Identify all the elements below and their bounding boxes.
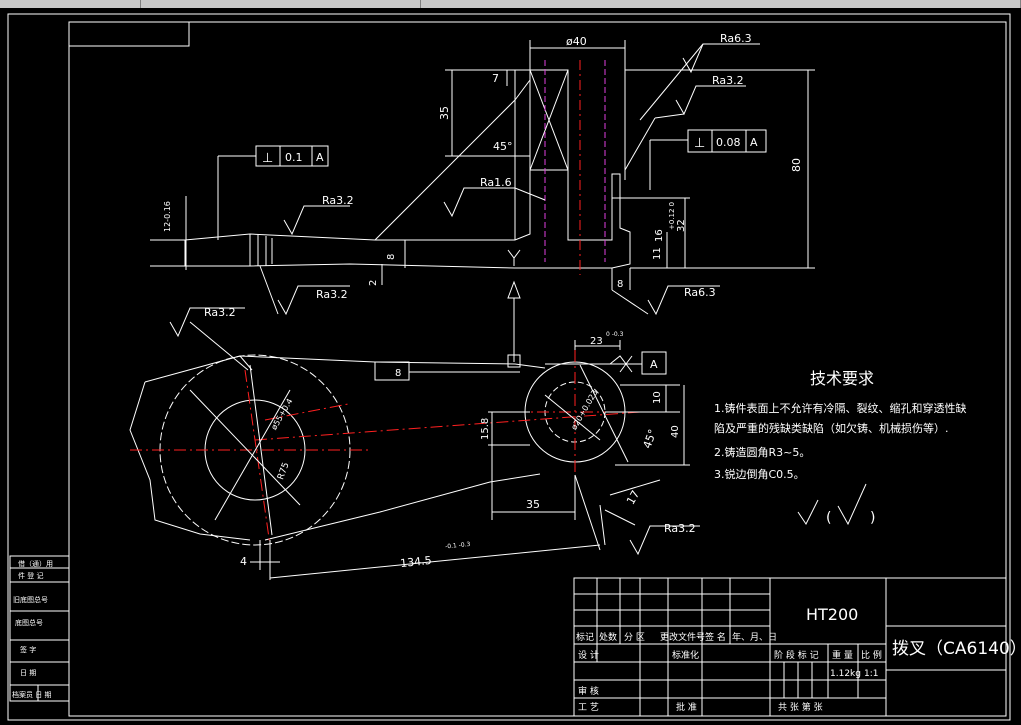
dim-40-view: 40 xyxy=(670,425,681,438)
tech-req-title: 技术要求 xyxy=(810,369,874,388)
view-direction-arrow xyxy=(507,280,521,368)
top-section-view: ø40 35 7 45° 80 32 16 +0.12 0 11 8 2 xyxy=(150,35,815,290)
svg-text:A: A xyxy=(316,151,324,164)
angle-45-view: 45° xyxy=(641,427,660,450)
tb-weight: 1.12kg xyxy=(830,669,861,679)
svg-text:0.1: 0.1 xyxy=(285,151,303,164)
dim-35-view: 35 xyxy=(526,498,540,511)
svg-text:⊥: ⊥ xyxy=(262,151,273,166)
tb-col-3: 分 区 xyxy=(624,632,645,643)
top-left-code-box xyxy=(68,21,190,47)
dim-134-5-tol: -0.1 -0.3 xyxy=(445,541,471,551)
dim-8-right: 8 xyxy=(617,279,623,290)
dim-8-mid: 8 xyxy=(386,254,397,260)
roughness-general-symbol-2 xyxy=(837,483,867,526)
drawing-border-inner xyxy=(68,21,1007,717)
front-fork-view: 8 23 0 -0.3 A 10 40 45° 15.8 35 17 xyxy=(129,306,700,580)
dim-17: 17 xyxy=(624,488,642,507)
tb-stage-mark: 阶 段 标 记 xyxy=(774,649,819,661)
roughness-ra32-left: Ra3.2 xyxy=(283,194,354,236)
technical-requirements: 技术要求 1.铸件表面上不允许有冷隔、裂纹、缩孔和穿透性缺 陷及严重的残缺类缺陷… xyxy=(714,369,967,526)
tb-standard: 标准化 xyxy=(672,649,699,661)
tb-scale: 1:1 xyxy=(864,669,878,679)
tb-col-5: 签 名 xyxy=(705,631,726,643)
tech-req-line-2: 陷及严重的残缺类缺陷（如欠铸、机械损伤等）. xyxy=(714,421,949,435)
tech-req-line-4: 3.锐边倒角C0.5。 xyxy=(714,467,805,481)
dim-r75: R75 xyxy=(276,461,291,481)
cad-drawing-canvas[interactable]: 借（通）用 件 登 记 旧底图总号 底图总号 签 字 日 期 档案员 日 期 ø… xyxy=(0,8,1021,725)
tb-weight-label: 重 量 xyxy=(832,649,853,661)
roughness-ra32-lower: Ra3.2 xyxy=(664,522,696,535)
tb-sheets: 共 张 第 张 xyxy=(778,701,823,713)
tb-col-2: 处数 xyxy=(599,631,617,643)
title-block: 标记 处数 分 区 更改文件号 签 名 年、月、日 设 计 标准化 审 核 工 … xyxy=(573,577,1021,717)
side-label-2: 件 登 记 xyxy=(18,571,43,580)
dim-12: 12-0.16 xyxy=(163,201,172,232)
gtol-perp-01: ⊥ 0.1 A xyxy=(217,145,329,240)
svg-text:Ra3.2: Ra3.2 xyxy=(712,74,744,87)
top-bar-segment xyxy=(0,0,141,8)
roughness-ra16: Ra1.6 xyxy=(443,176,546,218)
top-bar-segment xyxy=(420,0,1021,8)
dim-32: 32 xyxy=(676,219,687,232)
side-label-5: 签 字 xyxy=(20,645,36,654)
side-label-6: 日 期 xyxy=(20,669,36,677)
dim-11: 11 xyxy=(652,247,663,260)
tb-material: HT200 xyxy=(806,605,858,624)
dim-7: 7 xyxy=(492,72,499,85)
svg-text:Ra1.6: Ra1.6 xyxy=(480,176,512,189)
roughness-general-symbol xyxy=(797,499,819,525)
tb-review: 审 核 xyxy=(578,685,599,697)
dim-10: 10 xyxy=(652,391,663,404)
svg-text:Ra6.3: Ra6.3 xyxy=(684,286,716,299)
dim-dia40: ø40 xyxy=(566,35,587,48)
tb-col-1: 标记 xyxy=(576,631,594,643)
roughness-ra63-top: Ra6.3 xyxy=(639,32,760,121)
side-label-1: 借（通）用 xyxy=(18,559,53,568)
svg-text:A: A xyxy=(750,136,758,149)
dim-35-top: 35 xyxy=(438,106,451,120)
tb-design: 设 计 xyxy=(578,649,599,661)
side-label-7: 档案员 日 期 xyxy=(12,690,51,699)
roughness-ra63-right: Ra6.3 xyxy=(611,285,720,316)
roughness-paren-close: ) xyxy=(870,510,875,526)
dim-23: 23 xyxy=(590,336,603,347)
top-bar-segment xyxy=(140,0,421,8)
svg-text:Ra3.2: Ra3.2 xyxy=(316,288,348,301)
side-label-4: 底图总号 xyxy=(15,618,43,627)
tb-col-6: 年、月、日 xyxy=(732,631,777,643)
datum-a-label: A xyxy=(650,358,658,371)
dim-80: 80 xyxy=(790,158,803,172)
svg-text:⊥: ⊥ xyxy=(694,136,705,151)
roughness-ra32-bottom: Ra3.2 xyxy=(259,265,350,316)
roughness-ra32-view: Ra3.2 xyxy=(204,306,236,319)
dim-2: 2 xyxy=(368,280,379,286)
dim-16-tol: +0.12 0 xyxy=(668,202,676,230)
tb-approve: 批 准 xyxy=(676,701,697,713)
tb-part-name: 拨叉（CA6140） xyxy=(892,639,1021,659)
roughness-paren-open: ( xyxy=(826,510,831,526)
window-top-bar xyxy=(0,0,1021,8)
tech-req-line-3: 2.铸造圆角R3~5。 xyxy=(714,445,810,459)
tb-scale-label: 比 例 xyxy=(861,649,882,661)
tb-process: 工 艺 xyxy=(578,702,599,713)
side-block: 借（通）用 件 登 记 旧底图总号 底图总号 签 字 日 期 档案员 日 期 xyxy=(9,555,70,702)
svg-text:Ra3.2: Ra3.2 xyxy=(322,194,354,207)
dim-4: 4 xyxy=(240,555,247,568)
side-label-3: 旧底图总号 xyxy=(13,595,48,604)
svg-text:0.08: 0.08 xyxy=(716,136,741,149)
dim-16: 16 xyxy=(654,229,665,242)
gtol-perp-008: ⊥ 0.08 A xyxy=(649,129,767,190)
dim-15-8: 15.8 xyxy=(480,418,491,440)
roughness-ra32-top: Ra3.2 xyxy=(624,74,746,171)
svg-text:Ra6.3: Ra6.3 xyxy=(720,32,752,45)
dim-dia20: ø20+0.023 xyxy=(569,388,599,431)
dim-134-5: 134.5 xyxy=(400,554,433,570)
angle-45-top: 45° xyxy=(493,140,513,153)
tb-col-4: 更改文件号 xyxy=(660,631,705,643)
dim-8-arm: 8 xyxy=(395,368,401,379)
drawing-border-outer xyxy=(7,13,1011,721)
dim-23-tol: 0 -0.3 xyxy=(606,331,624,338)
tech-req-line-1: 1.铸件表面上不允许有冷隔、裂纹、缩孔和穿透性缺 xyxy=(714,401,967,415)
